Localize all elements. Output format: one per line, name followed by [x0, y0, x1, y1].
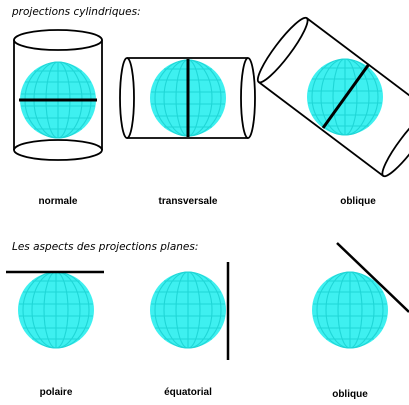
label-oblique-plane: oblique	[332, 389, 368, 400]
plane-equatorial	[149, 262, 230, 360]
planar-section-title: Les aspects des projections planes:	[12, 241, 199, 253]
cylindrical-section-title: projections cylindriques:	[12, 6, 141, 18]
label-equatorial: équatorial	[164, 387, 212, 398]
contact-line-oblique	[321, 63, 371, 129]
label-transversale: transversale	[158, 196, 218, 207]
plane-polar	[6, 270, 104, 349]
label-polaire: polaire	[39, 387, 73, 398]
cylinder-oblique	[256, 16, 409, 178]
globe-equatorial	[149, 271, 227, 349]
label-normale: normale	[38, 196, 78, 207]
globe-polar	[17, 271, 95, 349]
globe-oblique-plane	[311, 271, 389, 349]
cylinder-transverse	[119, 57, 256, 139]
label-oblique-cylindrique: oblique	[340, 196, 376, 207]
cylinder-normal	[13, 29, 103, 161]
plane-oblique	[311, 242, 409, 349]
tangent-plane-oblique	[336, 242, 409, 313]
